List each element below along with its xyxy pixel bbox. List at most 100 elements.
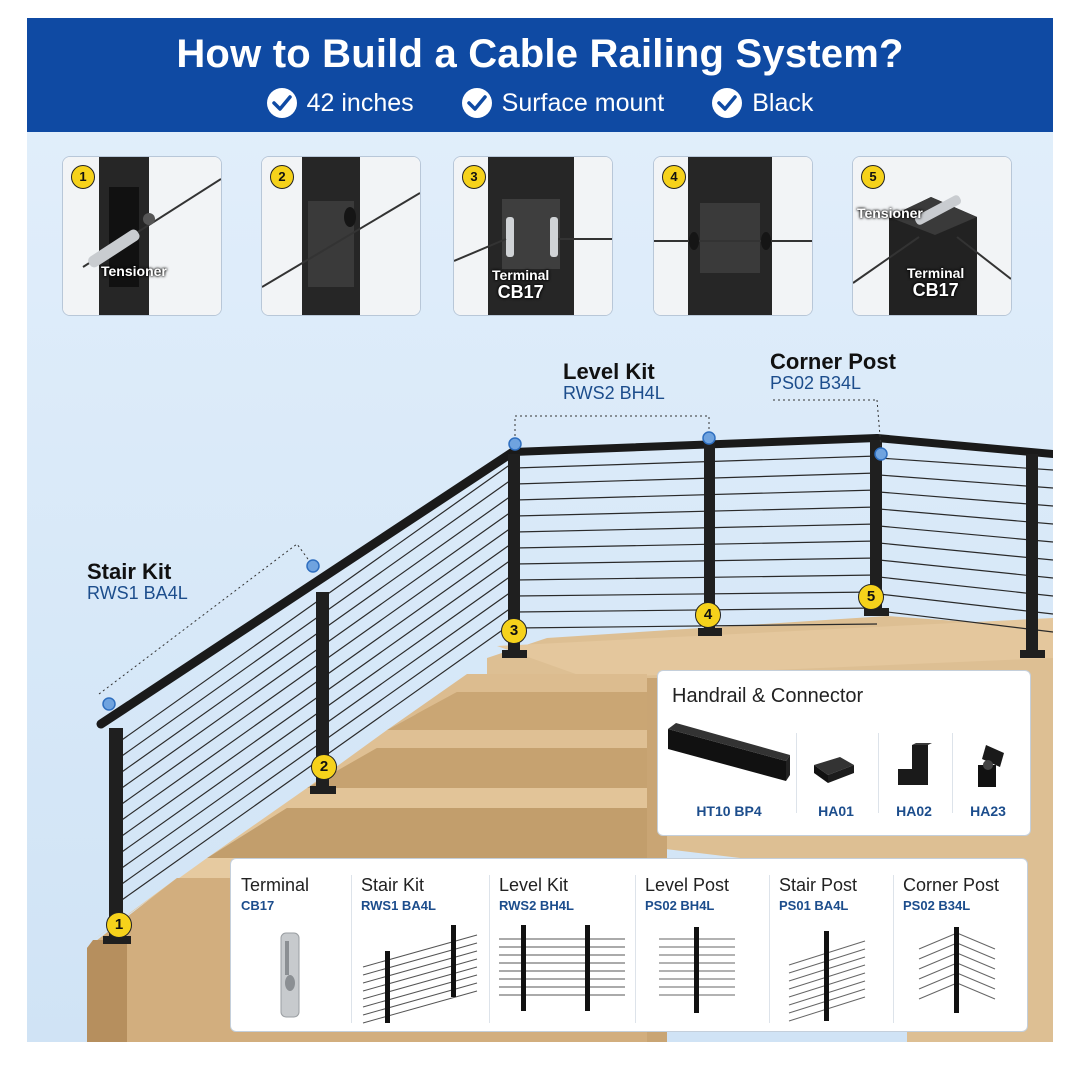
component-code: PS01 BA4L [779, 898, 849, 913]
divider [769, 875, 770, 1023]
level-cables [514, 455, 878, 629]
step-caption: Tensioner [857, 205, 923, 222]
checkmark-icon [266, 88, 297, 118]
handrail-code: HT10 BP4 [696, 803, 762, 819]
corner-post-illustration [853, 157, 1011, 315]
connector-code: HA01 [818, 803, 854, 819]
component-terminal: Terminal CB17 [231, 859, 351, 1031]
callout-lines [98, 399, 882, 695]
connector-code: HA02 [896, 803, 932, 819]
stair-post-icon [788, 931, 866, 1022]
component-name: Level Post [645, 875, 730, 895]
post-3 [508, 454, 520, 654]
post-marker-1: 1 [106, 912, 132, 938]
post-1-base [103, 936, 131, 944]
post-2 [316, 592, 329, 792]
caption-text: Terminal [907, 265, 965, 281]
callout-name: Level Kit [563, 359, 655, 384]
post-5 [870, 440, 882, 612]
divider [351, 875, 352, 1023]
feature-list: 42 inches Surface mount Black [27, 88, 1053, 118]
post-4-base [698, 628, 722, 636]
divider [635, 875, 636, 1023]
caption-code: CB17 [912, 280, 959, 300]
connector-code: HA23 [970, 803, 1006, 819]
feature-label: Surface mount [501, 88, 665, 117]
callout-dots [102, 431, 888, 711]
caption-code: CB17 [497, 282, 544, 302]
component-level-post: Level Post PS02 BH4L [635, 859, 769, 1031]
connector-ha23-icon [978, 745, 1004, 787]
component-corner-post: Corner Post PS02 B34L [893, 859, 1027, 1031]
callout-code: RWS2 BH4L [563, 383, 665, 404]
panel-title: Handrail & Connector [672, 685, 864, 707]
callout-code: PS02 B34L [770, 373, 862, 394]
checkmark-icon [712, 88, 743, 118]
component-name: Corner Post [903, 875, 1000, 895]
caption-text: Tensioner [101, 263, 167, 279]
step-caption: Tensioner [101, 263, 167, 280]
posts [103, 440, 1045, 944]
divider [893, 875, 894, 1023]
level-post-icon [659, 927, 735, 1013]
stair-kit-callout: Stair Kit RWS1 BA4L [87, 559, 188, 604]
component-name: Stair Post [779, 875, 858, 895]
post-2-base [310, 786, 336, 794]
component-stair-kit: Stair Kit RWS1 BA4L [351, 859, 489, 1031]
post-end [1026, 454, 1038, 654]
post-marker-5: 5 [858, 584, 884, 610]
step-caption: Terminal CB17 [492, 267, 549, 301]
divider [952, 733, 953, 813]
component-code: RWS2 BH4L [499, 898, 574, 913]
step-number-badge: 4 [662, 165, 686, 189]
intermediate-post-illustration [262, 157, 420, 315]
step-4-closeup: 4 [653, 156, 813, 316]
post-3-base [502, 650, 527, 658]
component-name: Level Kit [499, 875, 569, 895]
feature-label: Black [752, 88, 814, 117]
component-code: CB17 [241, 898, 275, 913]
caption-text: Terminal [492, 267, 550, 283]
header-banner: How to Build a Cable Railing System? 42 … [27, 18, 1053, 132]
callout-name: Corner Post [770, 349, 896, 374]
terminal-fitting-icon [280, 932, 300, 1018]
component-stair-post: Stair Post PS01 BA4L [769, 859, 893, 1031]
divider [796, 733, 797, 813]
component-code: PS02 BH4L [645, 898, 715, 913]
level-kit-callout: Level Kit RWS2 BH4L [563, 359, 665, 404]
feature-label: 42 inches [306, 88, 414, 117]
handrail-bar-icon [668, 723, 790, 781]
components-panel: Terminal CB17 Stair Kit RWS1 BA4L [230, 858, 1028, 1032]
connector-ha02-icon [898, 743, 932, 785]
step-number-badge: 5 [861, 165, 885, 189]
handrail-connector-panel: Handrail & Connector HT10 BP4 HA01 HA02 … [657, 670, 1031, 836]
post-end-base [1020, 650, 1045, 658]
handrail [96, 434, 1053, 729]
post-marker-2: 2 [311, 754, 337, 780]
level-kit-icon [499, 925, 625, 1011]
feature-height: 42 inches [266, 88, 414, 118]
component-code: PS02 B34L [903, 898, 971, 913]
feature-color: Black [712, 88, 813, 118]
callout-name: Stair Kit [87, 559, 172, 584]
step-5-closeup: 5 Tensioner Terminal CB17 [852, 156, 1012, 316]
post-4 [704, 442, 715, 632]
component-code: RWS1 BA4L [361, 898, 436, 913]
divider [489, 875, 490, 1023]
corner-cables [878, 457, 1053, 633]
component-name: Stair Kit [361, 875, 425, 895]
component-name: Terminal [241, 875, 310, 895]
post-terminal-illustration [454, 157, 612, 315]
step-1-closeup: 1 Tensioner [62, 156, 222, 316]
post-1 [109, 728, 123, 940]
component-level-kit: Level Kit RWS2 BH4L [489, 859, 635, 1031]
step-number-badge: 3 [462, 165, 486, 189]
post-marker-4: 4 [695, 602, 721, 628]
deck-edge [497, 618, 1053, 678]
divider [878, 733, 879, 813]
infographic-frame: How to Build a Cable Railing System? 42 … [27, 18, 1053, 1042]
step-number-badge: 2 [270, 165, 294, 189]
callout-code: RWS1 BA4L [87, 583, 188, 604]
page-title: How to Build a Cable Railing System? [176, 32, 904, 76]
corner-post-callout: Corner Post PS02 B34L [770, 349, 896, 394]
